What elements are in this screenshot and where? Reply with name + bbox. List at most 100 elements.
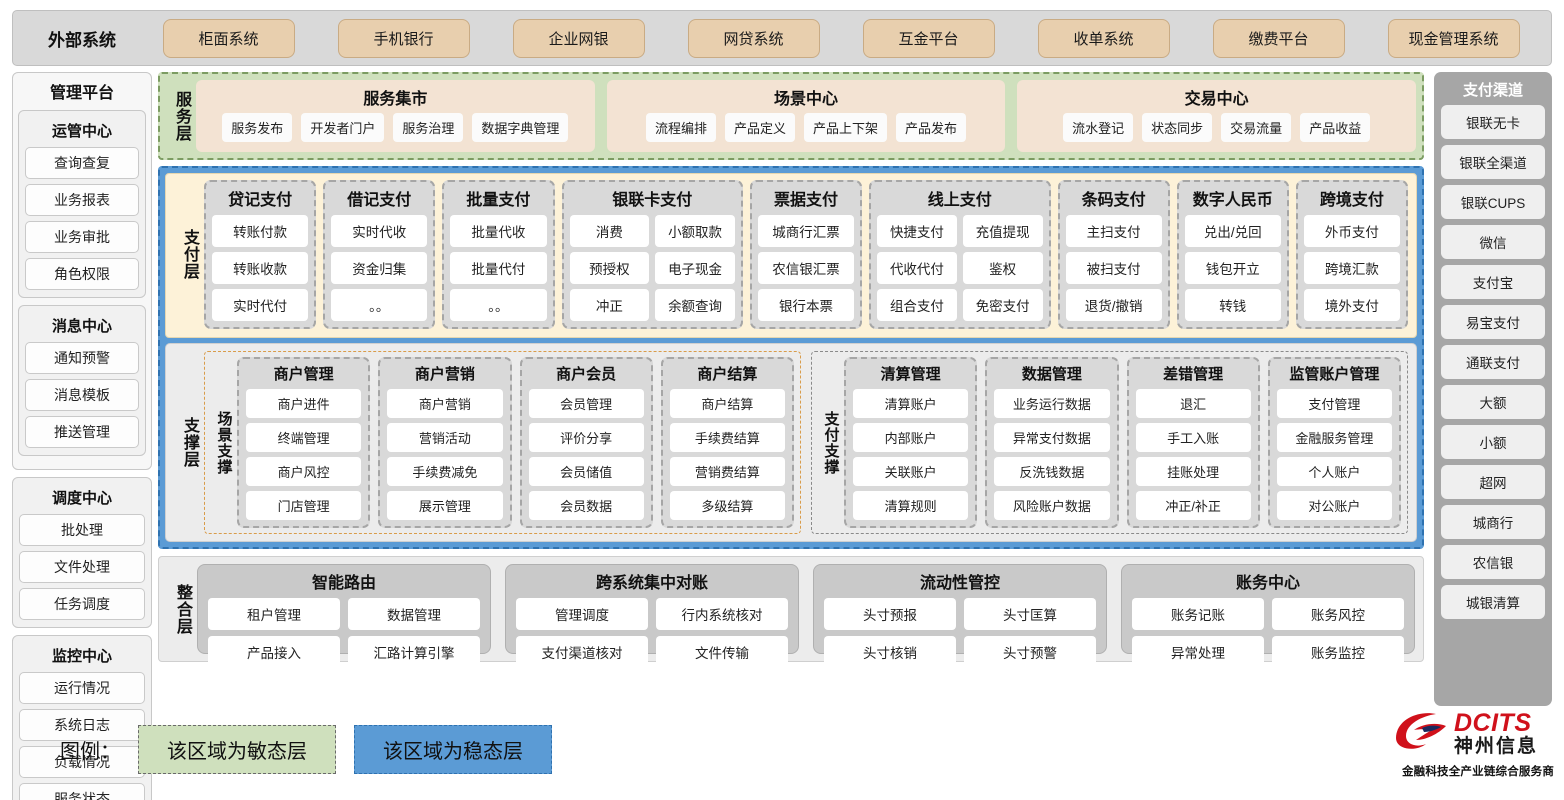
integration-item[interactable]: 管理调度 (516, 598, 648, 630)
integration-item[interactable]: 头寸匡算 (964, 598, 1096, 630)
support-item[interactable]: 退汇 (1135, 389, 1251, 418)
service-item[interactable]: 状态同步 (1142, 113, 1213, 142)
support-item[interactable]: 商户营销 (387, 389, 503, 418)
payment-item[interactable]: 充值提现 (962, 215, 1043, 247)
channel-item[interactable]: 银联CUPS (1441, 185, 1545, 219)
support-item[interactable]: 会员储值 (528, 457, 644, 486)
integration-item[interactable]: 账务记账 (1132, 598, 1264, 630)
management-item[interactable]: 角色权限 (25, 258, 139, 290)
management-item[interactable]: 推送管理 (25, 416, 139, 448)
support-item[interactable]: 会员数据 (528, 491, 644, 520)
payment-item[interactable]: 快捷支付 (877, 215, 957, 247)
service-item[interactable]: 开发者门户 (301, 113, 385, 142)
channel-item[interactable]: 农信银 (1441, 545, 1545, 579)
service-item[interactable]: 数据字典管理 (472, 113, 569, 142)
payment-item[interactable]: 实时代收 (331, 215, 428, 247)
channel-item[interactable]: 银联无卡 (1441, 105, 1545, 139)
management-item[interactable]: 任务调度 (19, 588, 145, 620)
integration-item[interactable]: 账务监控 (1272, 636, 1404, 668)
management-item[interactable]: 运行情况 (19, 672, 145, 704)
payment-item[interactable]: 转钱 (1184, 289, 1281, 321)
integration-item[interactable]: 数据管理 (348, 598, 480, 630)
support-item[interactable]: 清算账户 (853, 389, 969, 418)
payment-item[interactable]: 主扫支付 (1065, 215, 1162, 247)
channel-item[interactable]: 超网 (1441, 465, 1545, 499)
channel-item[interactable]: 银联全渠道 (1441, 145, 1545, 179)
payment-item[interactable]: 。。 (331, 289, 428, 321)
payment-item[interactable]: 余额查询 (655, 289, 735, 321)
channel-item[interactable]: 微信 (1441, 225, 1545, 259)
support-item[interactable]: 营销活动 (387, 423, 503, 452)
support-item[interactable]: 关联账户 (853, 457, 969, 486)
payment-item[interactable]: 。。 (450, 289, 547, 321)
support-item[interactable]: 终端管理 (246, 423, 362, 452)
support-item[interactable]: 门店管理 (246, 491, 362, 520)
payment-item[interactable]: 消费 (569, 215, 650, 247)
support-item[interactable]: 手续费减免 (387, 457, 503, 486)
management-item[interactable]: 系统日志 (19, 709, 145, 741)
support-item[interactable]: 会员管理 (528, 389, 644, 418)
integration-item[interactable]: 文件传输 (656, 636, 788, 668)
integration-item[interactable]: 租户管理 (208, 598, 340, 630)
payment-item[interactable]: 批量代付 (450, 252, 547, 284)
support-item[interactable]: 展示管理 (387, 491, 503, 520)
management-item[interactable]: 消息模板 (25, 379, 139, 411)
support-item[interactable]: 对公账户 (1276, 491, 1392, 520)
management-item[interactable]: 查询查复 (25, 147, 139, 179)
service-item[interactable]: 流程编排 (645, 113, 716, 142)
service-item[interactable]: 产品发布 (896, 113, 967, 142)
integration-item[interactable]: 汇路计算引擎 (348, 636, 480, 668)
channel-item[interactable]: 支付宝 (1441, 265, 1545, 299)
support-item[interactable]: 支付管理 (1276, 389, 1392, 418)
service-item[interactable]: 产品上下架 (804, 113, 888, 142)
external-system-item[interactable]: 现金管理系统 (1387, 18, 1520, 58)
payment-item[interactable]: 代收代付 (877, 252, 957, 284)
payment-item[interactable]: 农信银汇票 (757, 252, 855, 284)
payment-item[interactable]: 钱包开立 (1184, 252, 1281, 284)
support-item[interactable]: 个人账户 (1276, 457, 1392, 486)
external-system-item[interactable]: 企业网银 (512, 18, 645, 58)
service-item[interactable]: 产品定义 (724, 113, 795, 142)
payment-item[interactable]: 小额取款 (655, 215, 735, 247)
integration-item[interactable]: 支付渠道核对 (516, 636, 648, 668)
payment-item[interactable]: 预授权 (569, 252, 650, 284)
management-item[interactable]: 文件处理 (19, 551, 145, 583)
management-item[interactable]: 负载情况 (19, 746, 145, 778)
external-system-item[interactable]: 手机银行 (337, 18, 470, 58)
payment-item[interactable]: 转账收款 (212, 252, 309, 284)
payment-item[interactable]: 跨境汇款 (1303, 252, 1401, 284)
support-item[interactable]: 多级结算 (669, 491, 785, 520)
payment-item[interactable]: 境外支付 (1303, 289, 1401, 321)
payment-item[interactable]: 鉴权 (962, 252, 1043, 284)
service-item[interactable]: 服务治理 (393, 113, 464, 142)
payment-item[interactable]: 批量代收 (450, 215, 547, 247)
management-item[interactable]: 批处理 (19, 514, 145, 546)
external-system-item[interactable]: 互金平台 (862, 18, 995, 58)
payment-item[interactable]: 银行本票 (757, 289, 855, 321)
channel-item[interactable]: 小额 (1441, 425, 1545, 459)
management-item[interactable]: 业务报表 (25, 184, 139, 216)
channel-item[interactable]: 城银清算 (1441, 585, 1545, 619)
payment-item[interactable]: 退货/撤销 (1065, 289, 1162, 321)
payment-item[interactable]: 电子现金 (655, 252, 735, 284)
payment-item[interactable]: 冲正 (569, 289, 650, 321)
payment-item[interactable]: 被扫支付 (1065, 252, 1162, 284)
support-item[interactable]: 手工入账 (1135, 423, 1251, 452)
service-item[interactable]: 流水登记 (1063, 113, 1134, 142)
support-item[interactable]: 风险账户数据 (994, 491, 1110, 520)
support-item[interactable]: 商户进件 (246, 389, 362, 418)
payment-item[interactable]: 组合支付 (877, 289, 957, 321)
payment-item[interactable]: 兑出/兑回 (1184, 215, 1281, 247)
integration-item[interactable]: 头寸核销 (824, 636, 956, 668)
support-item[interactable]: 商户风控 (246, 457, 362, 486)
external-system-item[interactable]: 收单系统 (1037, 18, 1170, 58)
external-system-item[interactable]: 缴费平台 (1212, 18, 1345, 58)
service-item[interactable]: 产品收益 (1300, 113, 1371, 142)
support-item[interactable]: 手续费结算 (669, 423, 785, 452)
channel-item[interactable]: 城商行 (1441, 505, 1545, 539)
external-system-item[interactable]: 网贷系统 (687, 18, 820, 58)
management-item[interactable]: 通知预警 (25, 342, 139, 374)
support-item[interactable]: 反洗钱数据 (994, 457, 1110, 486)
support-item[interactable]: 清算规则 (853, 491, 969, 520)
payment-item[interactable]: 资金归集 (331, 252, 428, 284)
